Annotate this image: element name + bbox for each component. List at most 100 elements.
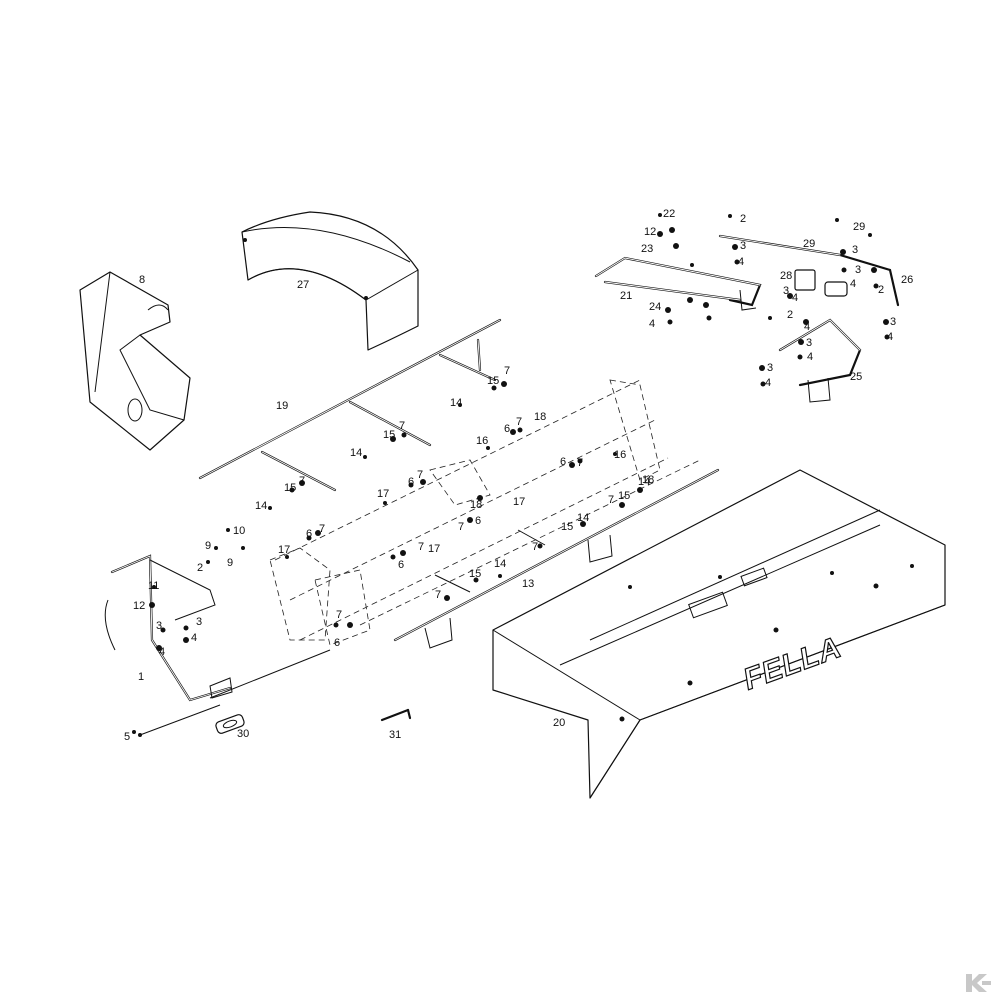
label-6: 6	[334, 637, 340, 649]
label-3: 3	[890, 316, 896, 328]
part-number-labels: 1 2 2 2 2 3 3 3 3 3 3 3 3 3 4 4 4 4 4 4 …	[124, 208, 913, 743]
label-4: 4	[159, 646, 165, 658]
label-3: 3	[740, 240, 746, 252]
label-18: 18	[534, 411, 546, 423]
label-3: 3	[806, 337, 812, 349]
part-19-rod-frame	[198, 318, 502, 492]
label-7: 7	[458, 521, 464, 533]
label-15: 15	[469, 568, 481, 580]
label-7: 7	[319, 523, 325, 535]
part-13-lower-rod-frame	[393, 468, 720, 649]
label-7: 7	[532, 541, 538, 553]
label-4: 4	[765, 377, 771, 389]
label-22: 22	[663, 208, 675, 220]
label-6: 6	[408, 476, 414, 488]
label-3: 3	[767, 362, 773, 374]
label-7: 7	[418, 541, 424, 553]
label-3: 3	[156, 620, 162, 632]
label-11: 11	[148, 580, 159, 592]
label-17: 17	[377, 488, 389, 500]
label-2: 2	[878, 284, 884, 296]
label-6: 6	[475, 515, 481, 527]
label-4: 4	[649, 318, 655, 330]
label-15: 15	[618, 490, 630, 502]
label-4: 4	[191, 632, 197, 644]
label-3: 3	[855, 264, 861, 276]
part-21-bracket	[594, 256, 762, 311]
label-21: 21	[620, 290, 632, 302]
label-2: 2	[197, 562, 203, 574]
label-6: 6	[398, 559, 404, 571]
label-14: 14	[255, 500, 267, 512]
label-6: 6	[306, 528, 312, 540]
label-7: 7	[516, 416, 522, 428]
label-6: 6	[504, 423, 510, 435]
label-17: 17	[428, 543, 440, 555]
label-15: 15	[284, 482, 296, 494]
part-31-pin	[380, 708, 412, 722]
part-1-side-frame	[104, 554, 331, 736]
label-2: 2	[740, 213, 746, 225]
label-14: 14	[577, 512, 589, 524]
part-30-plate	[215, 714, 245, 734]
part-27-hood	[241, 211, 419, 351]
label-12: 12	[644, 226, 656, 238]
label-14: 14	[450, 397, 462, 409]
label-28: 28	[780, 270, 792, 282]
label-10: 10	[233, 525, 245, 537]
label-3: 3	[783, 285, 789, 297]
label-29: 29	[853, 221, 865, 233]
label-16: 16	[614, 449, 626, 461]
label-7: 7	[299, 475, 305, 487]
label-4: 4	[807, 351, 813, 363]
label-27: 27	[297, 279, 309, 291]
label-5: 5	[124, 731, 130, 743]
part-26-cable	[718, 234, 900, 307]
label-23: 23	[641, 243, 653, 255]
label-15: 15	[487, 375, 499, 387]
label-7: 7	[608, 494, 614, 506]
central-frame-dashed	[269, 379, 701, 646]
kramp-k-logo-icon	[966, 974, 991, 992]
label-17: 17	[513, 496, 525, 508]
part-8-side-guard	[79, 271, 191, 451]
label-18: 18	[470, 499, 482, 511]
label-9: 9	[205, 540, 211, 552]
label-14: 14	[638, 476, 650, 488]
label-15: 15	[561, 521, 573, 533]
hardware-fasteners	[132, 213, 890, 737]
label-1: 1	[138, 671, 144, 683]
label-3: 3	[196, 616, 202, 628]
label-4: 4	[850, 278, 856, 290]
label-31: 31	[389, 729, 401, 741]
label-9: 9	[227, 557, 233, 569]
label-16: 16	[476, 435, 488, 447]
label-13: 13	[522, 578, 534, 590]
label-17: 17	[278, 544, 290, 556]
label-7: 7	[399, 420, 405, 432]
label-4: 4	[887, 331, 893, 343]
label-14: 14	[350, 447, 362, 459]
label-12: 12	[133, 600, 145, 612]
label-25: 25	[850, 371, 862, 383]
label-19: 19	[276, 400, 288, 412]
label-8: 8	[139, 274, 145, 286]
part-20-main-cover: FELLA	[492, 469, 946, 799]
label-2: 2	[787, 309, 793, 321]
part-25-bracket	[778, 318, 862, 403]
label-4: 4	[792, 292, 798, 304]
label-20: 20	[553, 717, 565, 729]
label-15: 15	[383, 429, 395, 441]
label-7: 7	[577, 457, 583, 469]
label-4: 4	[738, 256, 744, 268]
label-6: 6	[560, 456, 566, 468]
label-30: 30	[237, 728, 249, 740]
label-26: 26	[901, 274, 913, 286]
label-7: 7	[504, 365, 510, 377]
label-24: 24	[649, 301, 661, 313]
label-3: 3	[852, 244, 858, 256]
label-7: 7	[417, 469, 423, 481]
label-7: 7	[435, 589, 441, 601]
label-18: 18	[642, 474, 654, 486]
